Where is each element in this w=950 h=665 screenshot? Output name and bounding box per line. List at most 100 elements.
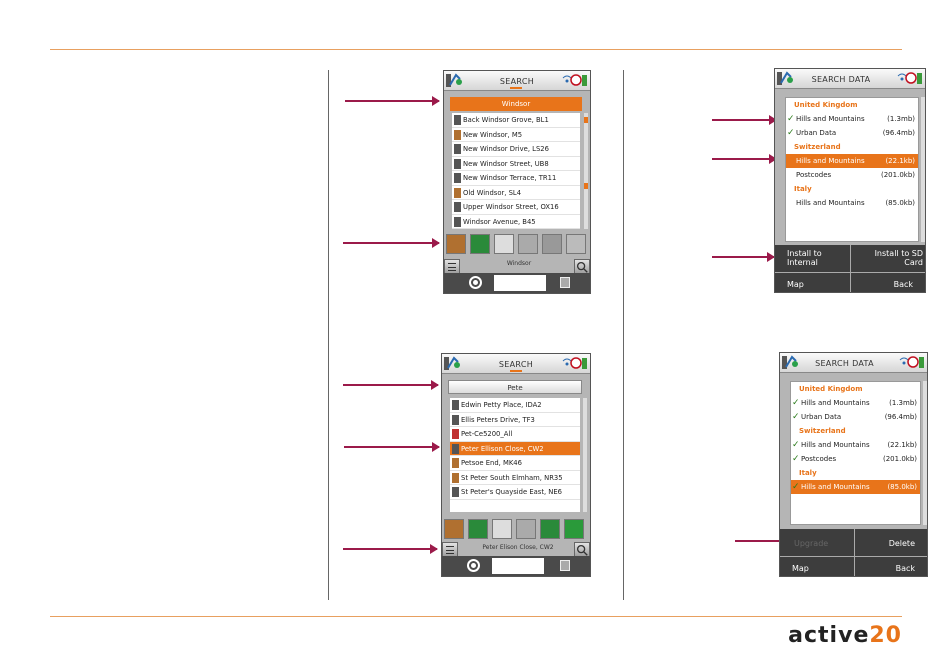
data-item[interactable]: Hills and Mountains(85.0kb) xyxy=(786,196,918,210)
data-list[interactable]: United Kingdom✓Hills and Mountains(1.3mb… xyxy=(790,381,921,525)
data-list[interactable]: United Kingdom ✓Hills and Mountains(1.3mb… xyxy=(785,97,919,242)
tile-icon[interactable] xyxy=(560,277,570,288)
street-icon xyxy=(452,400,459,410)
data-item-label: Hills and Mountains xyxy=(796,157,865,165)
list-item[interactable]: Upper Windsor Street, OX16 xyxy=(452,200,580,215)
data-item[interactable]: ✓Hills and Mountains(1.3mb) xyxy=(791,396,920,410)
list-item[interactable]: Petsoe End, MK46 xyxy=(450,456,580,471)
status-icons xyxy=(562,357,587,369)
search-input[interactable]: Pete xyxy=(448,380,582,394)
bottom-bar xyxy=(442,556,590,576)
street-icon xyxy=(454,173,461,183)
data-item[interactable]: ✓Postcodes(201.0kb) xyxy=(791,452,920,466)
data-item-selected[interactable]: ✓Hills and Mountains(85.0kb) xyxy=(791,480,920,494)
data-item-label: Urban Data xyxy=(801,413,842,421)
list-item[interactable]: St Peter's Quayside East, NE6 xyxy=(450,485,580,500)
data-item-size: (201.0kb) xyxy=(883,455,917,463)
menu-button[interactable] xyxy=(442,542,458,558)
title-underline xyxy=(510,370,522,372)
selection-label: Peter Elison Close, CW2 xyxy=(482,544,554,551)
list-item[interactable]: New Windsor Street, UB8 xyxy=(452,157,580,171)
install-sd-button[interactable]: Install to SD Card xyxy=(874,249,923,267)
results-list[interactable]: Edwin Petty Place, IDA2 Ellis Peters Dri… xyxy=(450,398,580,512)
data-item-size: (22.1kb) xyxy=(885,157,915,165)
data-item[interactable]: ✓Hills and Mountains(1.3mb) xyxy=(786,112,918,126)
center-button-icon[interactable] xyxy=(469,276,482,289)
title-underline xyxy=(510,87,522,89)
data-item-size: (1.3mb) xyxy=(889,399,917,407)
list-item[interactable]: New Windsor Terrace, TR11 xyxy=(452,171,580,186)
callout-arrow xyxy=(343,380,439,390)
country-header: Switzerland xyxy=(799,427,846,435)
town-category-icon[interactable] xyxy=(446,234,466,254)
list-item[interactable]: Windsor Avenue, B45 xyxy=(452,215,580,229)
back-button[interactable]: Back xyxy=(893,280,913,289)
mountain-category-icon[interactable] xyxy=(518,234,538,254)
scrollbar[interactable] xyxy=(583,398,587,512)
grid-category-icon[interactable] xyxy=(564,519,584,539)
button-divider xyxy=(780,556,927,557)
bottom-blank xyxy=(492,558,544,574)
upgrade-button[interactable]: Upgrade xyxy=(794,539,829,548)
scrollbar[interactable] xyxy=(923,381,927,525)
list-item[interactable]: St Peter South Elmham, NR35 xyxy=(450,471,580,485)
data-item[interactable]: ✓Hills and Mountains(22.1kb) xyxy=(791,438,920,452)
data-item[interactable]: ✓Urban Data(96.4mb) xyxy=(786,126,918,140)
scrollbar[interactable] xyxy=(584,113,588,229)
delete-button[interactable]: Delete xyxy=(888,539,915,548)
brand-number: 20 xyxy=(869,623,902,648)
search-input[interactable]: Windsor xyxy=(450,97,582,111)
street-icon xyxy=(452,443,459,454)
scrollbar[interactable] xyxy=(921,97,925,242)
country-header: United Kingdom xyxy=(794,101,858,109)
list-item[interactable]: New Windsor Drive, LS26 xyxy=(452,142,580,157)
center-button-icon[interactable] xyxy=(467,559,480,572)
zoom-button[interactable] xyxy=(574,259,590,275)
grid-category-icon[interactable] xyxy=(566,234,586,254)
list-item[interactable]: Edwin Petty Place, IDA2 xyxy=(450,398,580,413)
poi-category-icon[interactable] xyxy=(542,234,562,254)
callout-arrow xyxy=(345,96,440,106)
button-divider xyxy=(854,529,855,576)
town-category-icon[interactable] xyxy=(444,519,464,539)
brand-logo: active20 xyxy=(788,623,902,648)
data-item-label: Hills and Mountains xyxy=(801,399,870,407)
callout-arrow xyxy=(343,544,438,554)
mountain-category-icon[interactable] xyxy=(516,519,536,539)
data-item-label: Hills and Mountains xyxy=(801,483,870,491)
data-item-selected[interactable]: Hills and Mountains (22.1kb) xyxy=(786,154,918,168)
list-item[interactable]: Pet-Ce5200_All xyxy=(450,427,580,442)
list-item[interactable]: Old Windsor, SL4 xyxy=(452,186,580,200)
street-icon xyxy=(454,115,461,125)
data-item[interactable]: Postcodes(201.0kb) xyxy=(786,168,918,182)
town-icon xyxy=(452,458,459,468)
data-item-label: Hills and Mountains xyxy=(796,115,865,123)
button-bar: Install to Internal Install to SD Card M… xyxy=(775,245,925,292)
list-item-selected[interactable]: Peter Ellison Close, CW2 xyxy=(450,441,580,456)
data-item-size: (96.4mb) xyxy=(884,413,917,421)
country-header: Switzerland xyxy=(794,143,841,151)
data-item-size: (201.0kb) xyxy=(881,171,915,179)
mail-category-icon[interactable] xyxy=(492,519,512,539)
list-item[interactable]: New Windsor, M5 xyxy=(452,128,580,142)
back-button[interactable]: Back xyxy=(895,564,915,573)
menu-icon xyxy=(448,263,456,271)
tile-icon[interactable] xyxy=(560,560,570,571)
app-logo-icon xyxy=(782,355,798,369)
street-category-icon[interactable] xyxy=(468,519,488,539)
scroll-thumb[interactable] xyxy=(584,117,588,123)
list-item[interactable]: Back Windsor Grove, BL1 xyxy=(452,113,580,128)
bottom-blank xyxy=(494,275,546,291)
data-item[interactable]: ✓Urban Data(96.4mb) xyxy=(791,410,920,424)
results-list[interactable]: Back Windsor Grove, BL1 New Windsor, M5 … xyxy=(452,113,580,229)
top-rule xyxy=(50,49,902,50)
search-screen-windsor: SEARCH Windsor Back Windsor Grove, BL1 N… xyxy=(443,70,591,294)
poi-category-icon[interactable] xyxy=(540,519,560,539)
street-category-icon[interactable] xyxy=(470,234,490,254)
list-item[interactable]: Ellis Peters Drive, TF3 xyxy=(450,413,580,427)
map-button[interactable]: Map xyxy=(792,564,809,573)
scroll-thumb[interactable] xyxy=(584,183,588,189)
install-internal-button[interactable]: Install to Internal xyxy=(787,249,822,267)
mail-category-icon[interactable] xyxy=(494,234,514,254)
map-button[interactable]: Map xyxy=(787,280,804,289)
